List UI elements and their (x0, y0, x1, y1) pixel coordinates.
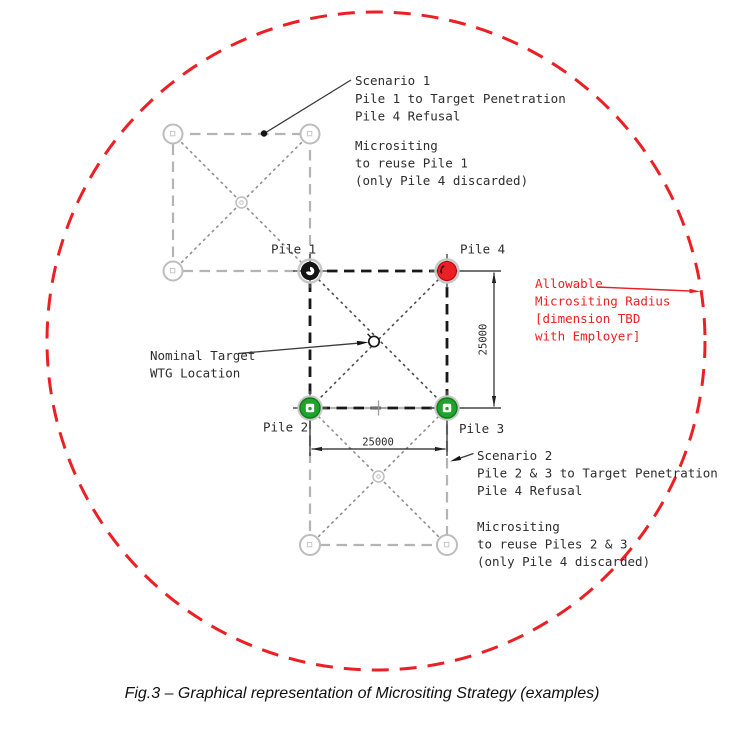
ghost2-center-marker (372, 470, 385, 483)
allowable-line1: Allowable (535, 276, 603, 291)
scenario1-annotation: Scenario 1 Pile 1 to Target Penetration … (355, 73, 566, 188)
micrositing1-line1: Micrositing (355, 138, 438, 153)
scenario2-leader (450, 452, 474, 462)
dim-vertical-value: 25000 (478, 324, 490, 356)
ghost1-corner-markers (162, 123, 321, 282)
scenario1-line2: Pile 1 to Target Penetration (355, 91, 566, 106)
ghost-square-scenario2 (299, 406, 458, 556)
nominal-target-leader (237, 340, 369, 355)
micrositing2-line3: (only Pile 4 discarded) (477, 554, 650, 569)
main-square-midpoint-tick (371, 400, 386, 416)
pile-4-label: Pile 4 (460, 242, 505, 257)
pile-1-marker (293, 254, 327, 288)
micrositing2-line1: Micrositing (477, 519, 560, 534)
allowable-radius-leader (596, 286, 701, 294)
nominal-line1: Nominal Target (150, 348, 255, 363)
scenario1-line1: Scenario 1 (355, 73, 430, 88)
scenario2-arrowhead (450, 455, 462, 462)
allowable-line2: Micrositing Radius (535, 294, 670, 309)
pile-2-marker (293, 391, 327, 425)
micrositing1-line3: (only Pile 4 discarded) (355, 173, 528, 188)
main-square-diagonals (309, 270, 448, 409)
scenario2-annotation: Scenario 2 Pile 2 & 3 to Target Penetrat… (477, 448, 718, 569)
dim-v-arrow-top (491, 272, 497, 283)
scenario1-leader (260, 79, 352, 137)
ghost-square-scenario1 (162, 123, 321, 282)
pile-1-label: Pile 1 (271, 242, 316, 257)
allowable-radius-arrowhead (689, 288, 701, 294)
dim-horizontal-value: 25000 (362, 437, 394, 449)
dim-h-arrow-right (435, 446, 446, 452)
figure-caption: Fig.3 – Graphical representation of Micr… (125, 685, 600, 702)
pile-3-label: Pile 3 (459, 421, 504, 436)
micrositing-radius-circle (45, 10, 707, 672)
micrositing1-line2: to reuse Pile 1 (355, 156, 468, 171)
pile-2-label: Pile 2 (263, 420, 308, 435)
dimension-vertical (452, 270, 501, 409)
scenario1-leader-dot (260, 130, 268, 137)
scenario2-line3: Pile 4 Refusal (477, 483, 582, 498)
allowable-radius-annotation: Allowable Micrositing Radius [dimension … (535, 276, 670, 344)
nominal-line2: WTG Location (150, 366, 240, 381)
pile4-arc-icon (440, 265, 445, 274)
scenario2-line1: Scenario 2 (477, 448, 552, 463)
dim-h-arrow-left (311, 446, 322, 452)
nominal-target-annotation: Nominal Target WTG Location (150, 348, 255, 381)
ghost2-corner-markers (299, 534, 458, 556)
allowable-line3: [dimension TBD (535, 311, 640, 326)
scenario2-line2: Pile 2 & 3 to Target Penetration (477, 466, 718, 481)
nominal-target-arrowhead (356, 340, 369, 346)
pile-3-marker (430, 391, 464, 425)
ghost1-diagonals (172, 133, 311, 272)
allowable-line4: with Employer] (535, 329, 640, 344)
nominal-target-marker (367, 333, 381, 348)
ghost2-diagonals (309, 407, 448, 546)
micrositing2-line2: to reuse Piles 2 & 3 (477, 537, 628, 552)
dimension-horizontal (309, 420, 448, 456)
dim-v-arrow-bottom (491, 396, 497, 407)
ghost1-center-marker (235, 196, 248, 209)
pile-4-marker (430, 254, 464, 288)
scenario1-line3: Pile 4 Refusal (355, 109, 460, 124)
